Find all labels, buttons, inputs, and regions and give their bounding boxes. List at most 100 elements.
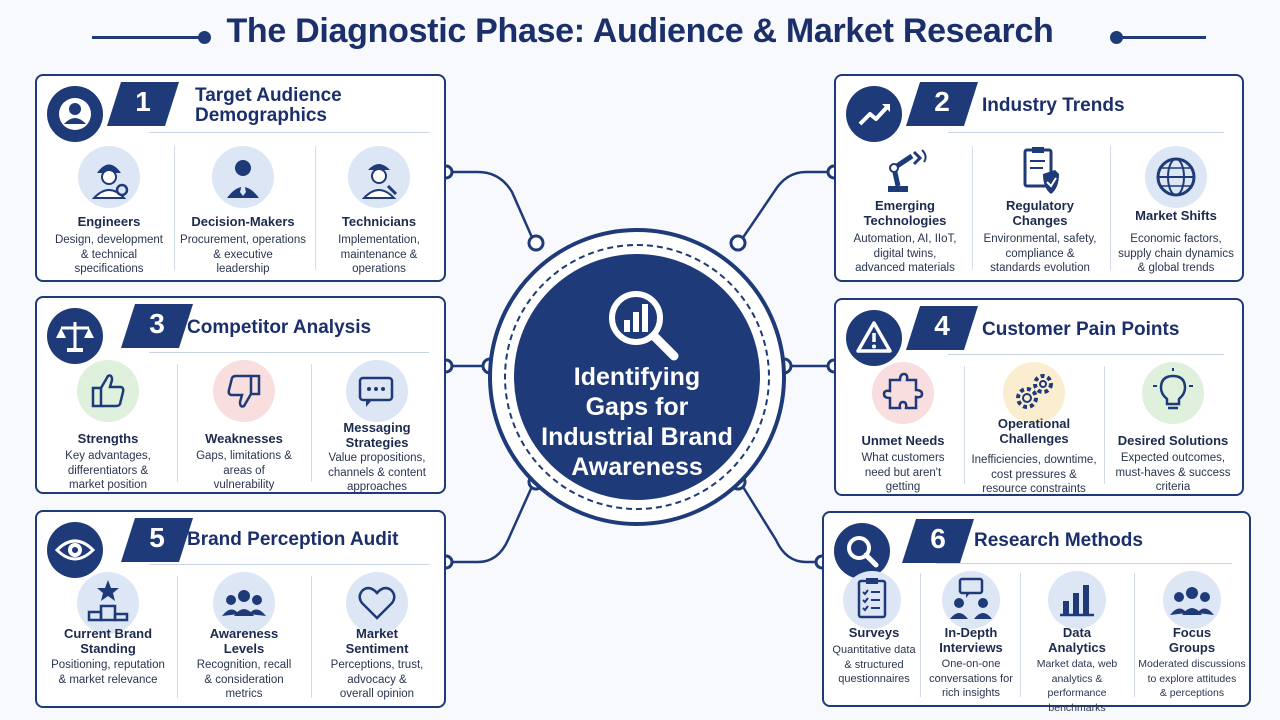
puzzle-icon <box>872 362 934 424</box>
item-desc: Key advantages, differentiators & market… <box>65 450 151 491</box>
item-surveys: Surveys Quantitative data & structured q… <box>828 569 920 705</box>
central-hub: Identifying Gaps for Industrial Brand Aw… <box>488 228 786 526</box>
connector-2 <box>738 170 834 243</box>
item-label: Emerging Technologies <box>863 198 947 228</box>
panel-number-badge: 1 <box>107 82 179 126</box>
title-bar: The Diagnostic Phase: Audience & Market … <box>0 12 1280 62</box>
engineer-icon <box>78 146 140 208</box>
panel-number-badge: 3 <box>121 304 193 348</box>
trend-up-icon <box>846 86 902 142</box>
connector-6 <box>738 481 822 564</box>
item-desc: Value propositions, channels & content a… <box>328 452 426 493</box>
item-label: Engineers <box>77 214 141 229</box>
item-emerging-technologies: Emerging Technologies Automation, AI, II… <box>842 142 968 278</box>
panel-rule <box>936 563 1232 564</box>
title-rule-right <box>1118 36 1206 39</box>
item-label: Strengths <box>77 431 139 446</box>
item-desc: Design, development & technical specific… <box>54 234 164 275</box>
item-desc: Economic factors, supply chain dynamics … <box>1118 233 1234 274</box>
item-label: Weaknesses <box>205 431 283 446</box>
item-desc: Positioning, reputation & market relevan… <box>51 659 165 686</box>
item-label: Decision-Makers <box>191 214 295 229</box>
panel-number: 6 <box>930 523 946 554</box>
warning-icon <box>846 310 902 366</box>
interview-icon <box>942 571 1000 629</box>
globe-icon <box>1145 146 1207 208</box>
item-operational-challenges: Operational Challenges Inefficiencies, d… <box>966 362 1102 495</box>
item-desc: Moderated discussions to explore attitud… <box>1138 658 1246 699</box>
user-icon <box>47 86 103 142</box>
thumbs-down-icon <box>213 360 275 422</box>
panel-number-badge: 5 <box>121 518 193 562</box>
item-divider <box>177 576 178 698</box>
panel-competitor-analysis: 3 Competitor Analysis Strengths Key adva… <box>35 296 446 494</box>
clipboard-shield-icon <box>1009 142 1071 204</box>
item-divider <box>311 364 312 482</box>
panel-number: 1 <box>135 86 151 117</box>
panel-number: 2 <box>934 86 950 117</box>
item-data-analytics: Data Analytics Market data, web analytic… <box>1022 569 1132 714</box>
magnifier-chart-icon <box>609 291 679 361</box>
item-label: Current Brand Standing <box>63 626 153 656</box>
item-desc: Recognition, recall & consideration metr… <box>196 659 292 700</box>
title-dot-left <box>198 31 211 44</box>
item-current-brand-standing: Current Brand Standing Positioning, repu… <box>43 572 173 706</box>
item-divider <box>1020 573 1021 697</box>
panel-customer-pain-points: 4 Customer Pain Points Unmet Needs What … <box>834 298 1244 496</box>
panel-rule <box>948 354 1224 355</box>
item-messaging-strategies: Messaging Strategies Value propositions,… <box>313 360 441 493</box>
checklist-icon <box>843 571 901 629</box>
item-label: Market Shifts <box>1135 208 1217 223</box>
item-desc: Gaps, limitations & areas of vulnerabili… <box>196 450 292 491</box>
item-desc: Expected outcomes, must-haves & success … <box>1115 452 1231 493</box>
hub-core: Identifying Gaps for Industrial Brand Aw… <box>514 254 760 500</box>
bar-chart-icon <box>1048 571 1106 629</box>
item-desc: Implementation, maintenance & operations <box>338 234 420 275</box>
connector-5 <box>446 481 536 564</box>
item-desc: Procurement, operations & executive lead… <box>180 234 306 275</box>
panel-brand-perception-audit: 5 Brand Perception Audit Current Brand S… <box>35 510 446 708</box>
technician-icon <box>348 146 410 208</box>
item-label: Data Analytics <box>1048 625 1106 655</box>
item-divider <box>972 146 973 270</box>
item-awareness-levels: Awareness Levels Recognition, recall & c… <box>179 572 309 706</box>
item-label: Unmet Needs <box>861 433 945 448</box>
panel-title: Target Audience Demographics <box>195 85 342 126</box>
heart-icon <box>346 572 408 634</box>
panel-rule <box>149 564 429 565</box>
item-engineers: Engineers Design, development & technica… <box>45 144 173 280</box>
item-weaknesses: Weaknesses Gaps, limitations & areas of … <box>179 360 309 491</box>
item-label: Market Sentiment <box>345 626 409 656</box>
lightbulb-icon <box>1142 362 1204 424</box>
panel-rule <box>149 352 429 353</box>
item-desc: Environmental, safety, compliance & stan… <box>983 233 1097 274</box>
panel-number-badge: 6 <box>902 519 974 563</box>
item-divider <box>177 364 178 482</box>
panel-rule <box>948 132 1224 133</box>
item-divider <box>964 366 965 484</box>
gears-icon <box>1003 362 1065 424</box>
item-desc: Automation, AI, IIoT, digital twins, adv… <box>853 233 957 274</box>
item-label: Surveys <box>848 625 900 640</box>
item-label: Messaging Strategies <box>343 420 411 450</box>
business-person-icon <box>212 146 274 208</box>
panel-industry-trends: 2 Industry Trends Emerging Technologies … <box>834 74 1244 282</box>
panel-target-audience: 1 Target Audience Demographics Engineers… <box>35 74 446 282</box>
panel-title: Industry Trends <box>982 95 1125 116</box>
item-label: Focus Groups <box>1168 625 1216 655</box>
hub-dashed-ring <box>504 244 770 510</box>
item-in-depth-interviews: In-Depth Interviews One-on-one conversat… <box>922 569 1020 705</box>
item-strengths: Strengths Key advantages, differentiator… <box>43 360 173 491</box>
item-focus-groups: Focus Groups Moderated discussions to ex… <box>1136 569 1248 705</box>
title-dot-right <box>1110 31 1123 44</box>
item-desc: One-on-one conversations for rich insigh… <box>929 658 1013 699</box>
panel-title: Customer Pain Points <box>982 319 1180 340</box>
panel-title: Brand Perception Audit <box>187 529 399 550</box>
panel-rule <box>149 132 429 133</box>
item-divider <box>920 573 921 697</box>
group-icon <box>1163 571 1221 629</box>
item-divider <box>174 146 175 270</box>
item-desc: Inefficiencies, downtime, cost pressures… <box>971 454 1097 495</box>
panel-number: 4 <box>934 310 950 341</box>
item-label: Technicians <box>341 214 417 229</box>
